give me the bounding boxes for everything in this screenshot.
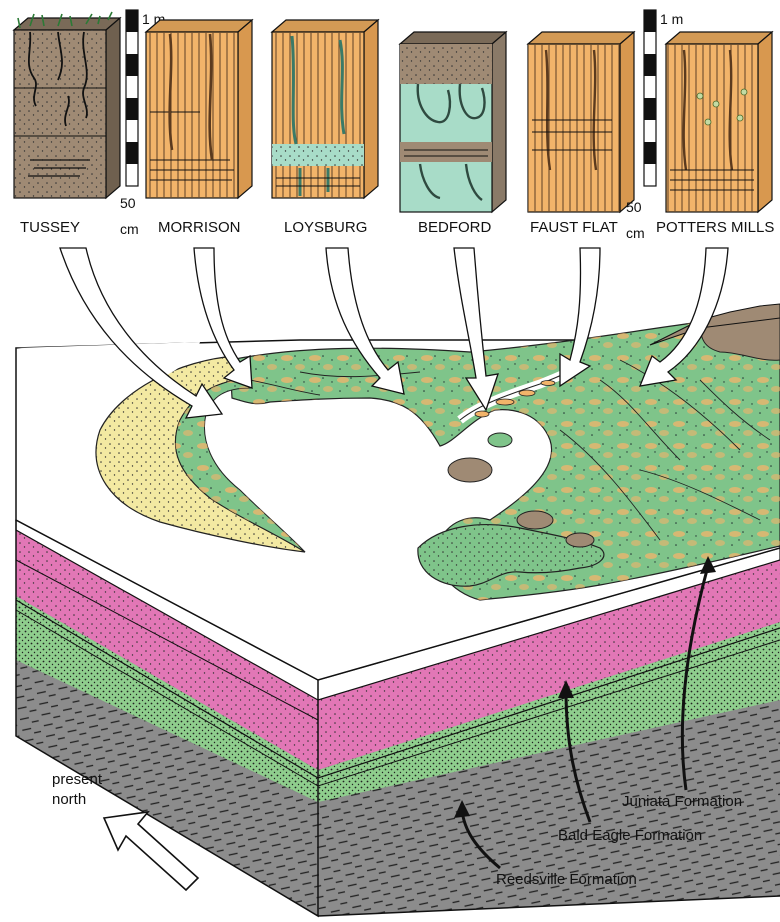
scale-left-value: 50 (120, 195, 136, 211)
column-loysburg (272, 20, 378, 198)
scale-right-top: 1 m (660, 11, 683, 27)
column-potters-mills (666, 32, 772, 212)
column-bedford (400, 32, 506, 212)
north-arrow-line2: north (52, 791, 86, 808)
label-reedsville: Reedsville Formation (496, 871, 637, 888)
label-juniata: Juniata Formation (622, 793, 742, 810)
label-bald-eagle: Bald Eagle Formation (558, 827, 702, 844)
label-faust-flat: FAUST FLAT (530, 219, 618, 236)
column-faust-flat (528, 32, 634, 212)
label-potters-mills: POTTERS MILLS (656, 219, 774, 236)
north-arrow-line1: present (52, 771, 103, 788)
column-tussey (14, 12, 120, 198)
scale-right-value: 50 (626, 199, 642, 215)
scale-right-unit: cm (626, 225, 645, 241)
label-loysburg: LOYSBURG (284, 219, 367, 236)
scale-left-unit: cm (120, 221, 139, 237)
label-morrison: MORRISON (158, 219, 241, 236)
label-bedford: BEDFORD (418, 219, 492, 236)
label-tussey: TUSSEY (20, 219, 80, 236)
column-morrison (146, 20, 252, 198)
